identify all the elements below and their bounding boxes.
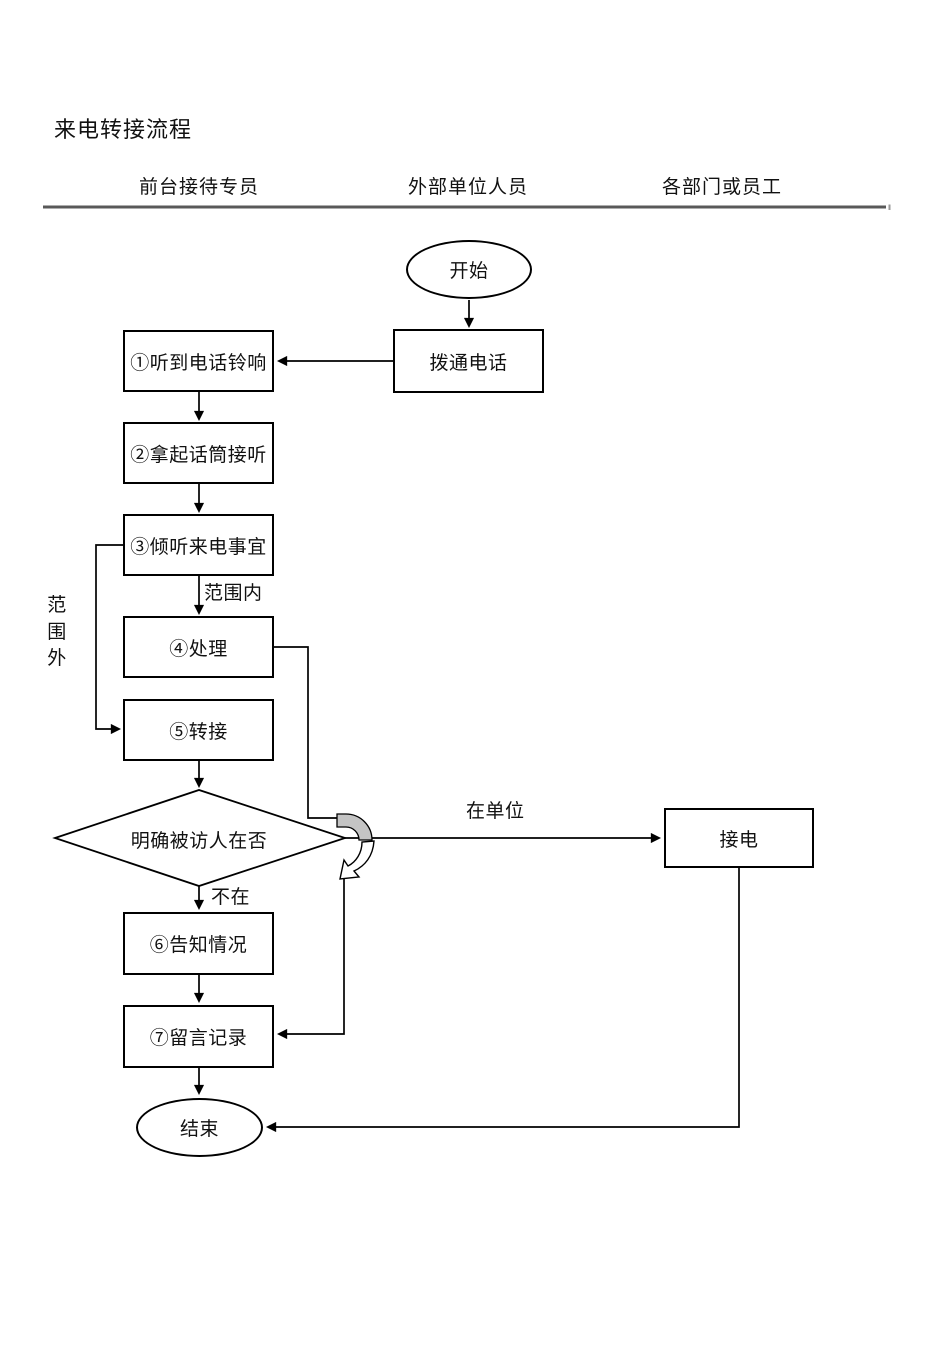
node-start: 开始 [406, 240, 532, 299]
node-handle: ④处理 [123, 616, 274, 678]
page-title: 来电转接流程 [54, 117, 193, 142]
node-hear-ring: ①听到电话铃响 [123, 330, 274, 392]
node-listen-to-matter: ③倾听来电事宜 [123, 514, 274, 576]
edge-label-in-scope: 范围内 [204, 583, 263, 604]
edge-step4-crossover-upper [273, 646, 343, 819]
lane-header-external-caller: 外部单位人员 [407, 177, 528, 198]
node-dial-phone: 拨通电话 [393, 329, 544, 393]
node-answer-call: 接电 [664, 808, 814, 868]
edge-label-out-of-scope: 范围外 [47, 595, 67, 669]
node-pick-up-receiver: ②拿起话筒接听 [123, 422, 274, 484]
swirl-lower-arrow-icon [339, 840, 375, 880]
node-message-record: ⑦留言记录 [123, 1005, 274, 1068]
edge-step3-to-step5-out-of-scope [95, 544, 124, 735]
connector-arrows [95, 300, 740, 1133]
lane-header-receptionist: 前台接待专员 [138, 177, 259, 198]
lane-header-departments: 各部门或员工 [661, 177, 782, 198]
swirl-upper-band-icon [336, 813, 373, 841]
node-end: 结束 [136, 1098, 263, 1157]
node-decision-label: 明确被访人在否 [130, 831, 268, 852]
node-inform-situation: ⑥告知情况 [123, 912, 274, 975]
edge-answer-to-end [265, 868, 740, 1133]
edge-step4-to-step7-lower [276, 862, 345, 1040]
edge-label-absent: 不在 [211, 887, 251, 908]
node-transfer: ⑤转接 [123, 699, 274, 761]
edge-label-present: 在单位 [466, 801, 525, 822]
